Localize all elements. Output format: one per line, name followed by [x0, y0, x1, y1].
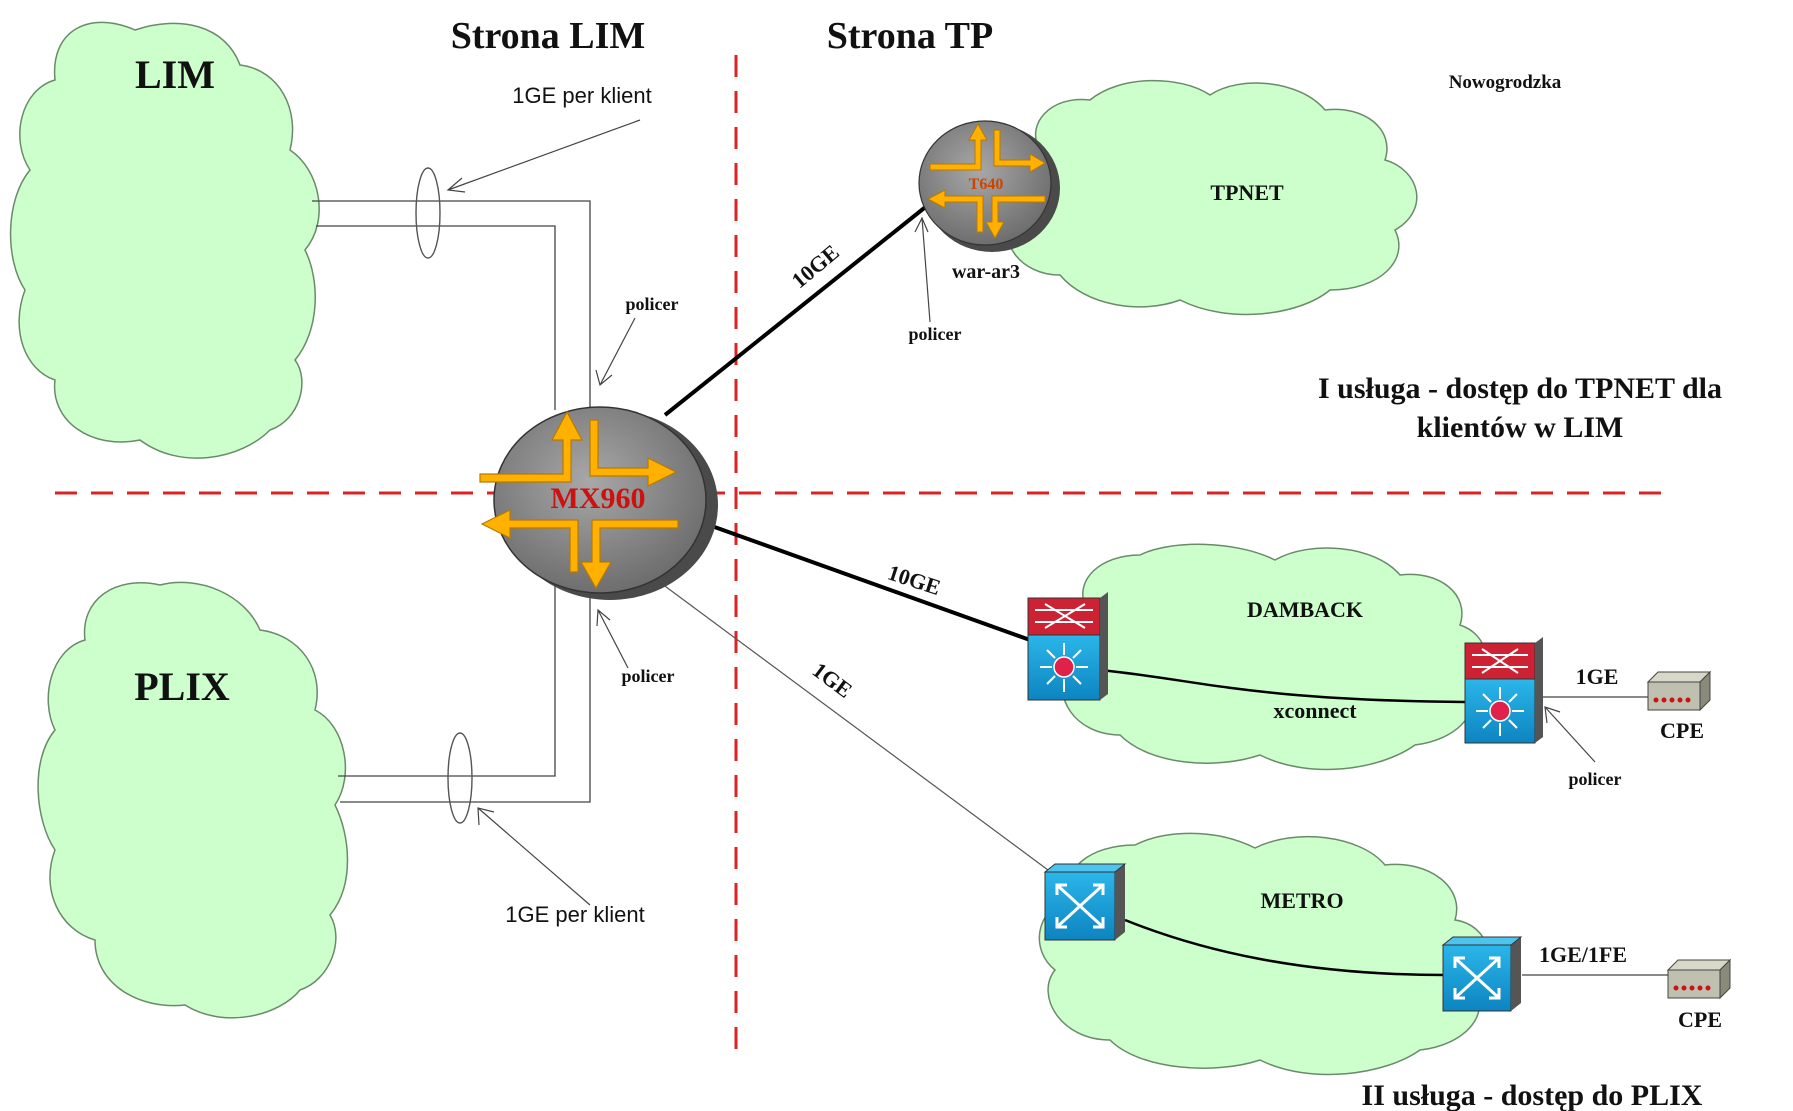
label-plix-per-client: 1GE per klient	[505, 902, 644, 927]
switch-icon	[1055, 883, 1105, 929]
boundary-dividers	[55, 55, 1665, 1060]
link-mx-metro	[649, 574, 1049, 871]
label-nowogrodzka: Nowogrodzka	[1449, 72, 1562, 93]
label-policer-mx-top: policer	[626, 294, 679, 314]
label-link-damback: 10GE	[885, 560, 944, 600]
label-link-t640: 10GE	[787, 239, 844, 293]
mx960-arrows-icon	[479, 410, 679, 590]
annotation-arrows	[446, 119, 1596, 906]
label-war-ar3: war-ar3	[952, 261, 1020, 283]
cloud-label-damback: DAMBACK	[1247, 597, 1363, 622]
label-cpe2: CPE	[1678, 1007, 1722, 1032]
plix-links	[338, 585, 591, 803]
cpe-device-1[interactable]	[1646, 670, 1712, 712]
damback-access-switch[interactable]	[1464, 637, 1543, 744]
cloud-tpnet	[1000, 79, 1418, 316]
lim-links	[312, 200, 591, 410]
metro-access-switch[interactable]	[1441, 936, 1523, 1012]
cloud-label-metro: METRO	[1260, 888, 1343, 913]
mx960-router[interactable]: MX960	[479, 406, 718, 600]
link-xconnect	[1099, 668, 1466, 704]
l3-switch-icon	[1040, 643, 1088, 692]
lim-bundle-ellipse	[415, 167, 441, 259]
mx960-label: MX960	[551, 482, 646, 515]
label-policer-mx-bottom: policer	[622, 666, 675, 686]
header-lim-side: Strona LIM	[451, 15, 646, 57]
cloud-label-lim: LIM	[135, 52, 215, 97]
label-policer-cpe: policer	[1569, 769, 1622, 789]
link-mx-t640	[663, 203, 930, 417]
service1-line1: I usługa - dostęp do TPNET dla	[1318, 372, 1722, 405]
cloud-lim	[9, 21, 320, 459]
cloud-label-tpnet: TPNET	[1210, 180, 1284, 205]
switch-icon	[1453, 956, 1501, 1000]
firewall-icon	[1035, 603, 1093, 629]
cpe-led-icon	[1653, 697, 1691, 703]
service1-line2: klientów w LIM	[1417, 411, 1624, 444]
metro-edge-switch[interactable]	[1043, 863, 1127, 941]
cloud-metro	[1038, 832, 1490, 1076]
cpe-device-2[interactable]	[1666, 958, 1732, 1000]
t640-arrows-icon	[926, 122, 1046, 240]
link-metro-switches	[1124, 918, 1446, 977]
service2: II usługa - dostęp do PLIX	[1362, 1079, 1703, 1111]
label-policer-t640: policer	[909, 324, 962, 344]
cloud-label-plix: PLIX	[134, 664, 230, 709]
label-xconnect: xconnect	[1273, 698, 1357, 723]
label-cpe2-link: 1GE/1FE	[1539, 942, 1627, 967]
t640-router[interactable]: T640	[918, 120, 1060, 252]
damback-edge-switch[interactable]	[1027, 592, 1108, 701]
header-tp-side: Strona TP	[827, 15, 993, 57]
label-lim-per-client: 1GE per klient	[512, 83, 651, 108]
plix-bundle-ellipse	[447, 732, 473, 824]
t640-label: T640	[969, 176, 1004, 193]
cloud-damback	[1053, 543, 1487, 771]
label-cpe1-link: 1GE	[1576, 664, 1619, 689]
cloud-plix	[37, 581, 349, 1019]
label-cpe1: CPE	[1660, 718, 1704, 743]
l3-switch-icon	[1476, 687, 1524, 736]
cpe-led-icon	[1673, 985, 1711, 991]
label-link-metro: 1GE	[808, 657, 857, 703]
link-mx-damback	[694, 518, 1031, 642]
firewall-icon	[1472, 648, 1528, 674]
